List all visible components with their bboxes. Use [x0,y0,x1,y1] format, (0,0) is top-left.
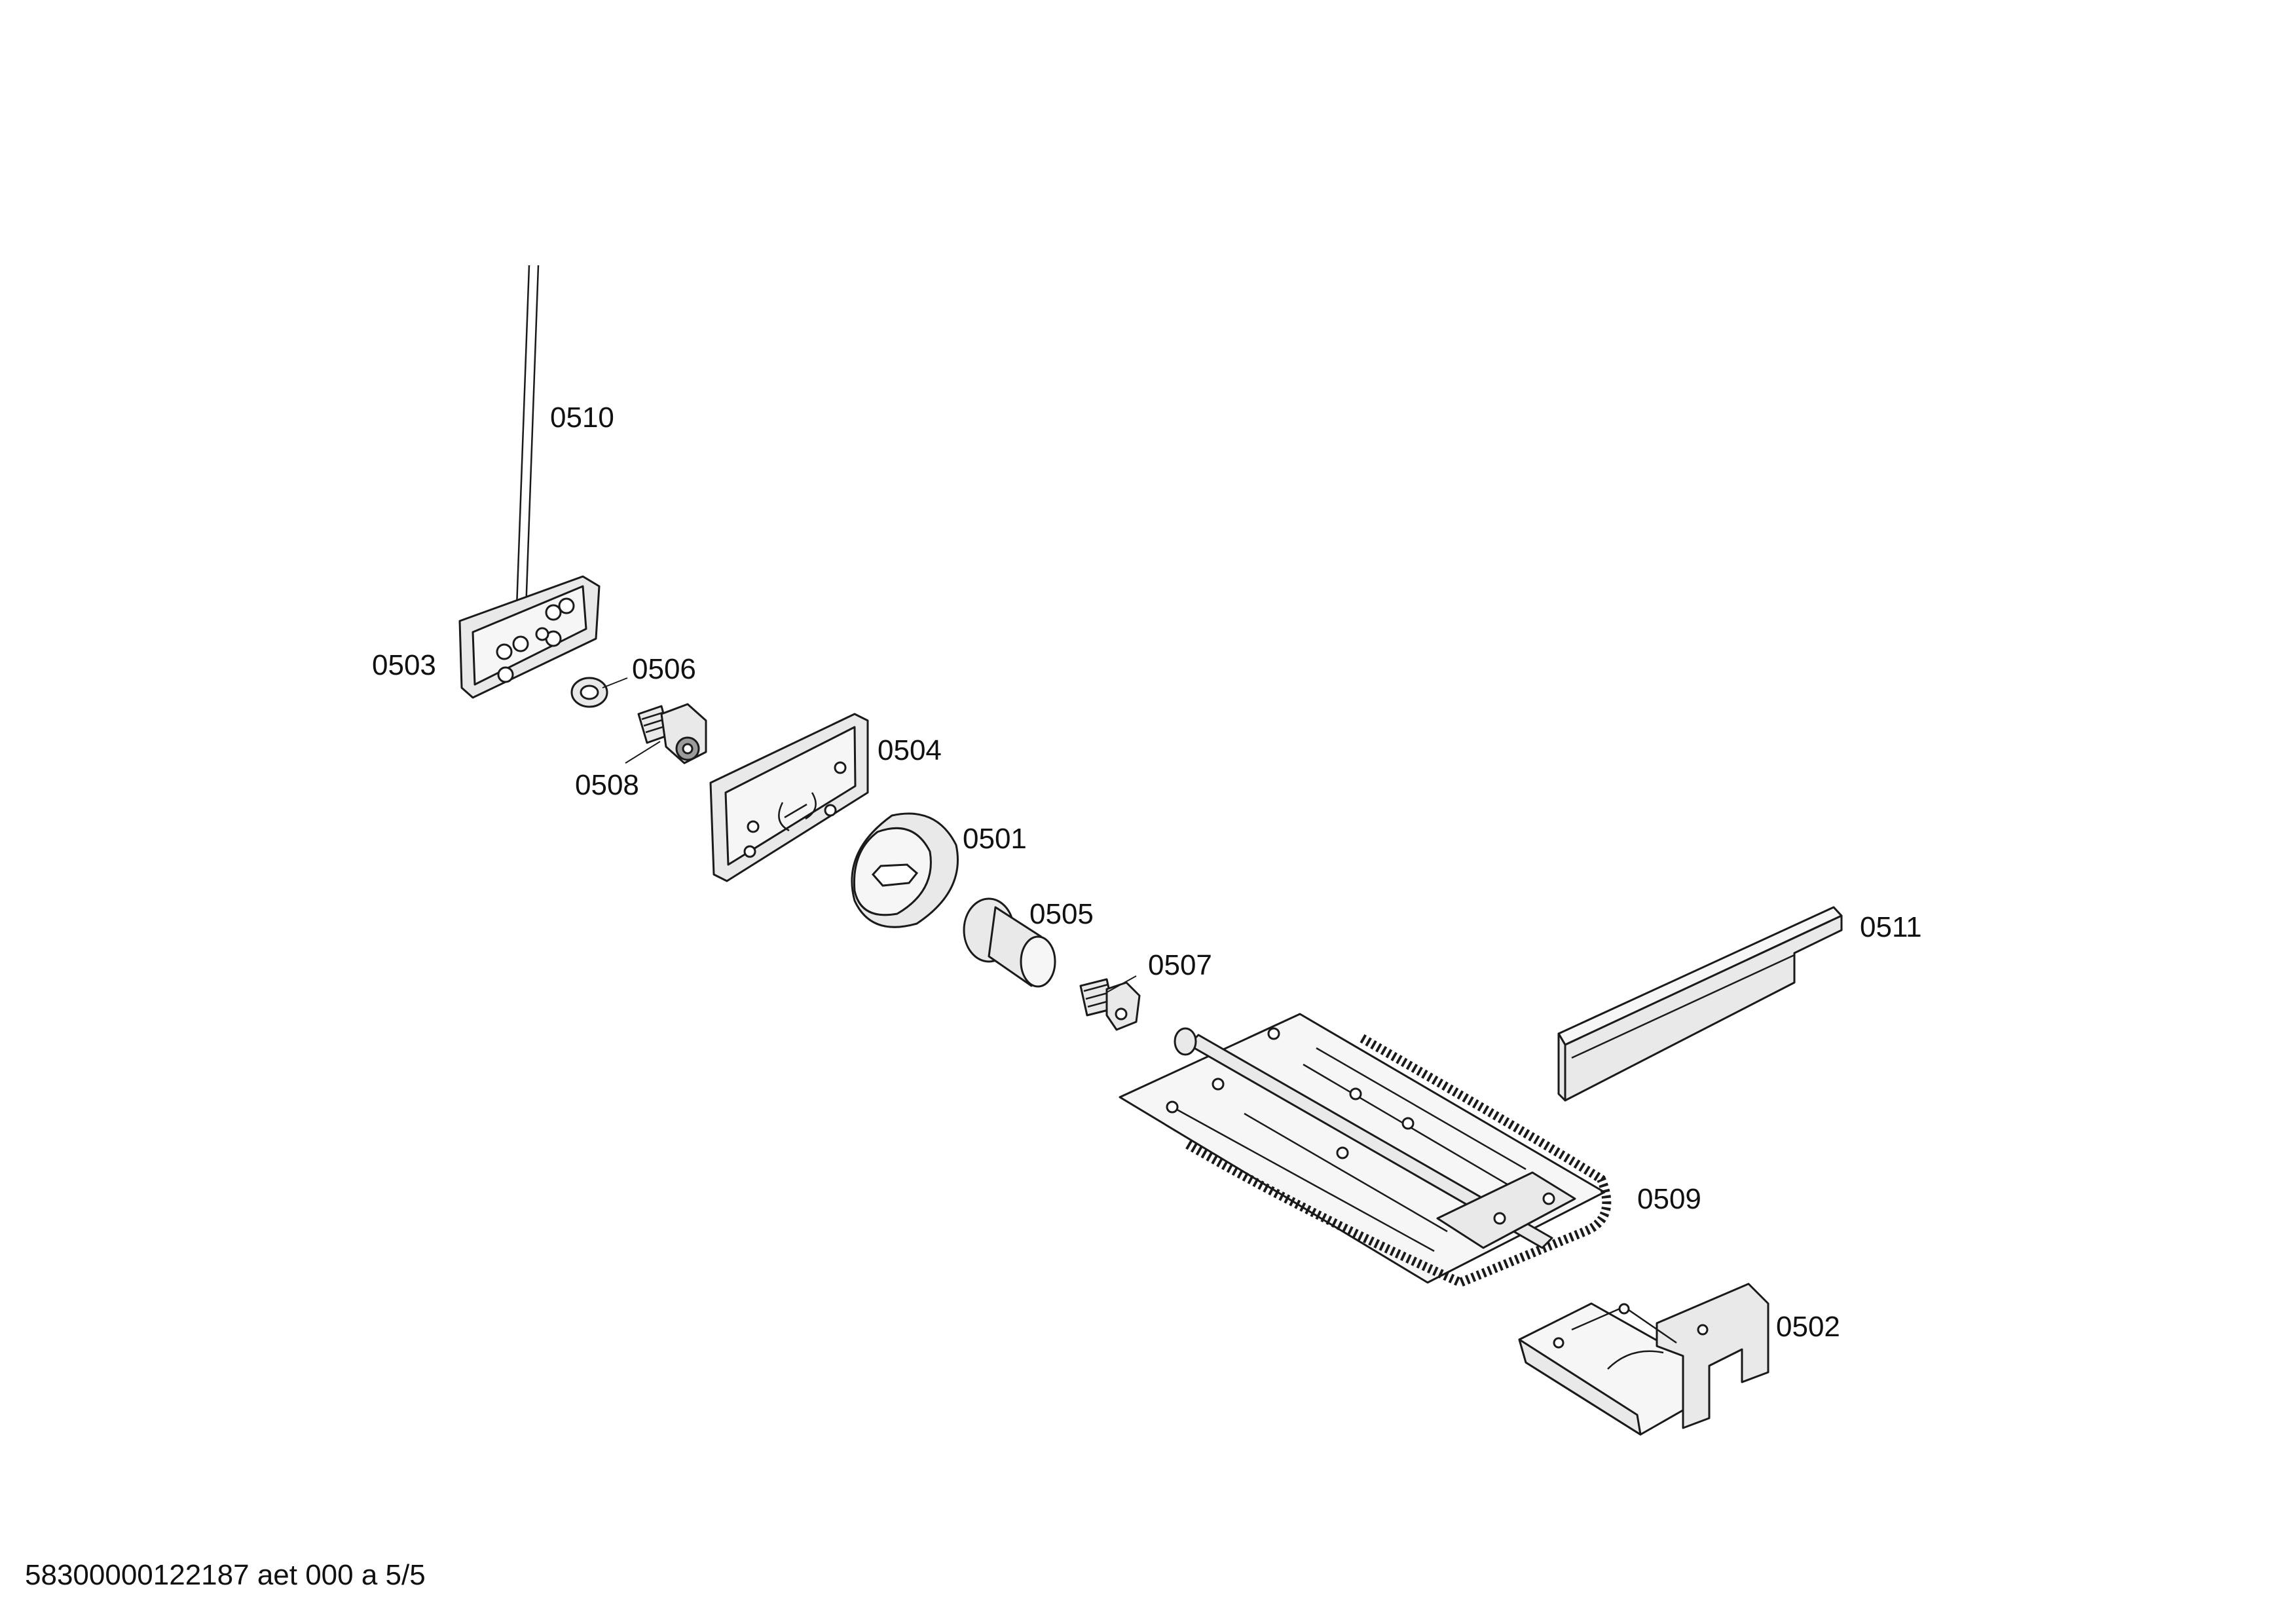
part-labels: 0510 0503 0506 0508 0504 0501 0505 0507 … [372,402,1922,1343]
label-0504: 0504 [878,734,942,766]
label-0501: 0501 [963,823,1027,855]
part-0505-sleeve[interactable] [963,897,1056,988]
label-0502: 0502 [1776,1311,1840,1343]
part-0509-burner[interactable] [1119,1013,1612,1288]
part-0507-nozzle[interactable] [1079,978,1141,1031]
label-0508: 0508 [575,769,639,801]
label-0509: 0509 [1637,1183,1701,1215]
leader-lines [602,677,1137,993]
part-0508-hex-fitting[interactable] [637,703,707,764]
part-0511-trim-strip[interactable] [1557,906,1843,1102]
label-0511: 0511 [1860,911,1922,943]
part-0504-gasket-plate[interactable] [709,713,869,882]
part-0502-clamp-bracket[interactable] [1518,1283,1769,1436]
part-0503-bracket[interactable] [458,575,601,699]
part-0501-cam-disc[interactable] [851,812,959,928]
label-0510: 0510 [550,402,614,434]
label-0506: 0506 [632,653,696,685]
part-0506-washer[interactable] [570,677,608,708]
document-id: 58300000122187 aet 000 a 5/5 [25,1559,426,1591]
label-0505: 0505 [1029,898,1094,930]
part-0510-thermocouple-rod[interactable] [515,265,540,641]
label-0503: 0503 [372,649,436,681]
label-0507: 0507 [1148,949,1212,981]
